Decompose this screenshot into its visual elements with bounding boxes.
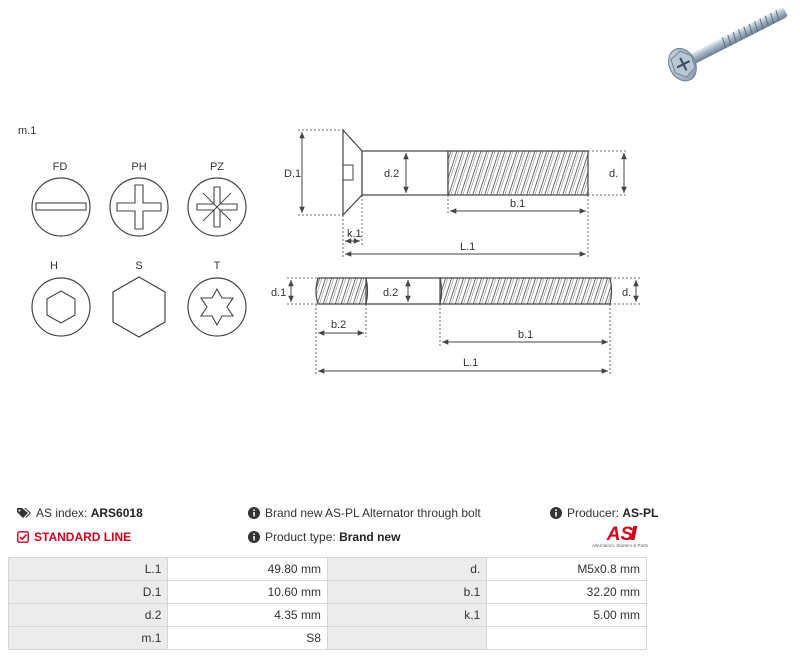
spec-key: d.2 [7,603,169,627]
dim-label-b1: b.1 [518,329,533,341]
product-type: Product type: Brand new [248,530,400,544]
slotted-drive-icon [31,177,91,237]
standard-line: STANDARD LINE [17,530,131,544]
drive-type-s: S [112,260,166,338]
spec-key: m.1 [7,626,169,650]
spec-key: D.1 [7,580,169,604]
dim-label-d: d. [622,287,631,299]
description-text: Brand new AS-PL Alternator through bolt [265,506,481,520]
spec-key: L.1 [7,557,169,581]
section-label: m.1 [18,125,36,137]
countersunk-bolt-drawing: D.1 d.2 d. b.1 k.1 L.1 [284,128,628,258]
dim-label-d1: d.1 [271,287,286,299]
drive-type-pz: PZ [187,161,247,237]
as-index-label: AS index: [36,506,88,520]
dim-label-d2: d.2 [384,168,399,180]
table-row: L.1 49.80 mm d. M5x0.8 mm [7,557,647,581]
spec-value: S8 [167,626,328,650]
dim-label-k1: k.1 [347,228,362,240]
drive-code: FD [53,161,68,173]
as-index-value: ARS6018 [90,506,143,520]
info-icon [550,507,562,519]
drive-type-t: T [187,260,247,337]
dim-label-d: d. [609,168,618,180]
description: Brand new AS-PL Alternator through bolt [248,506,481,520]
phillips-drive-icon [109,177,169,237]
drive-code: H [50,260,58,272]
hex-socket-drive-icon [31,277,91,337]
spec-value: M5x0.8 mm [486,557,647,581]
info-icon [248,531,260,543]
table-row: D.1 10.60 mm b.1 32.20 mm [7,580,647,604]
product-type-value: Brand new [339,530,401,544]
spec-key: b.1 [326,580,488,604]
logo-text: AS [606,524,634,543]
stud-drawing: d.1 d.2 d. b.2 b.1 L.1 [271,277,640,375]
producer-value: AS-PL [622,506,659,520]
product-type-label: Product type: [265,530,336,544]
spec-key: k.1 [326,603,488,627]
dim-label-d1: D.1 [284,168,301,180]
as-index: AS index: ARS6018 [17,506,143,520]
info-icon [248,507,260,519]
as-logo-mark: AS [606,524,638,543]
producer: Producer: AS-PL [550,506,658,520]
dim-label-b1: b.1 [510,198,525,210]
drive-code: PH [131,161,146,173]
table-row: d.2 4.35 mm k.1 5.00 mm [7,603,647,627]
standard-line-label: STANDARD LINE [34,530,132,544]
technical-drawing: m.1 FD PH PZ H S [18,125,640,375]
spec-value: 4.35 mm [167,603,328,627]
spec-value: 32.20 mm [486,580,647,604]
drive-type-h: H [31,260,91,337]
pozidriv-drive-icon [187,177,247,237]
spec-value [486,626,647,650]
drive-type-ph: PH [109,161,169,237]
drive-type-fd: FD [31,161,91,237]
producer-logo: AS Alternators, Starters & Parts [590,523,650,551]
dim-label-d2: d.2 [383,287,398,299]
product-photo[interactable] [655,0,800,85]
logo-tagline: Alternators, Starters & Parts [591,543,649,548]
drive-code: S [135,260,142,272]
dim-label-b2: b.2 [331,319,346,331]
torx-drive-icon [187,277,247,337]
drive-code: PZ [210,161,224,173]
checkbox-checked-icon [17,531,29,543]
hex-head-drive-icon [112,276,166,338]
drive-code: T [214,260,221,272]
table-row: m.1 S8 [7,626,647,650]
spec-value: 10.60 mm [167,580,328,604]
spec-value: 5.00 mm [486,603,647,627]
spec-key: d. [326,557,488,581]
dim-label-l1: L.1 [460,241,475,253]
spec-key [326,626,488,650]
spec-table: L.1 49.80 mm d. M5x0.8 mm D.1 10.60 mm b… [7,557,647,650]
producer-label: Producer: [567,506,620,520]
tags-icon [17,508,31,518]
spec-value: 49.80 mm [167,557,328,581]
dim-label-l1: L.1 [463,357,478,369]
